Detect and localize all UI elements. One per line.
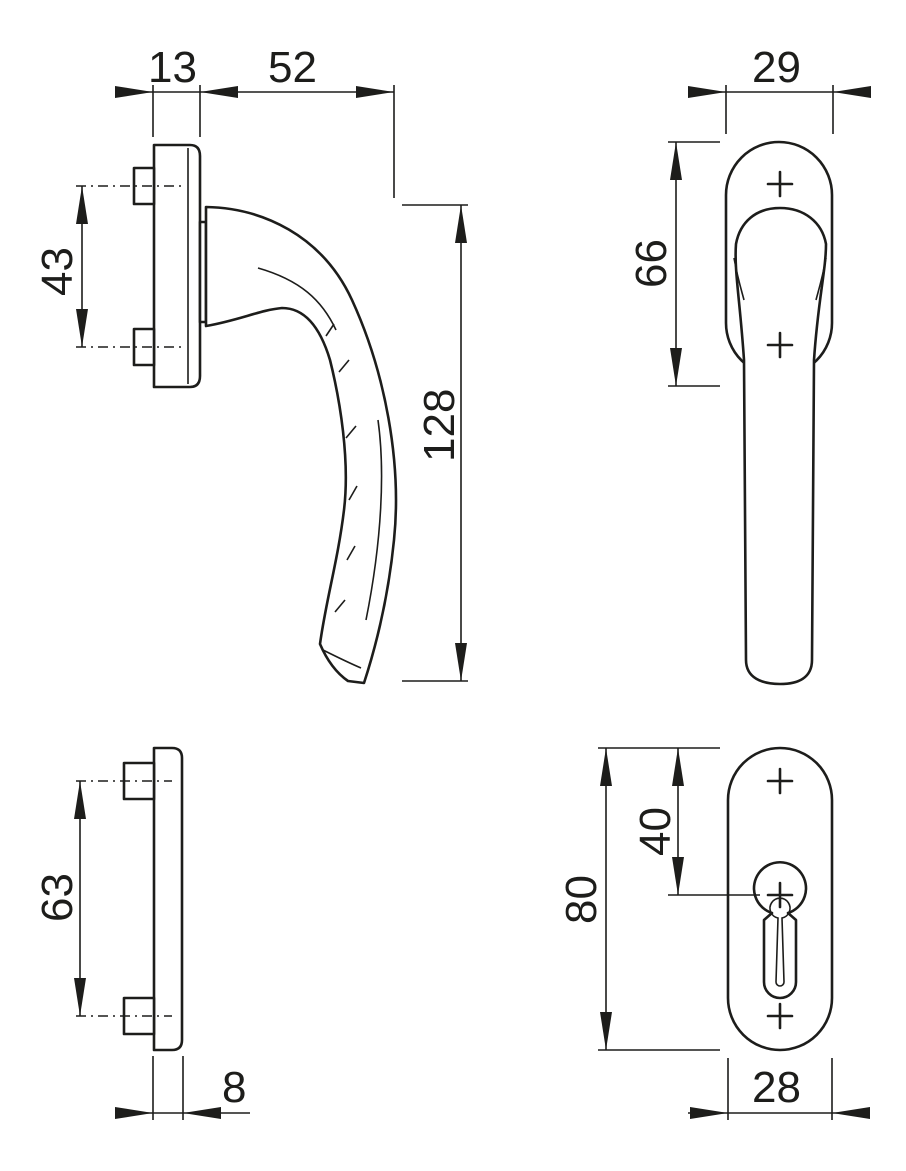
- dim-escutcheon-screw-spacing: 63: [33, 873, 82, 922]
- dim-handle-projection: 52: [268, 43, 317, 92]
- dim-rose-hole-spacing: 66: [627, 239, 676, 288]
- dim-rose-width: 29: [752, 43, 801, 92]
- dim-cylinder-offset: 40: [631, 807, 680, 856]
- dim-escutcheon-width: 28: [752, 1063, 801, 1112]
- dim-escutcheon-thickness: 8: [222, 1063, 246, 1112]
- handle-side-view: 13 52 43 128: [33, 43, 468, 685]
- escutcheon-side-view: 63 8: [33, 746, 250, 1120]
- dim-screw-spacing: 43: [33, 247, 82, 296]
- handle-front-view: 29 66: [627, 43, 871, 686]
- escutcheon-front-view: 80 40 28: [557, 746, 870, 1120]
- dim-handle-length: 128: [415, 389, 464, 462]
- dim-rose-thickness: 13: [148, 43, 197, 92]
- dim-escutcheon-height: 80: [557, 875, 606, 924]
